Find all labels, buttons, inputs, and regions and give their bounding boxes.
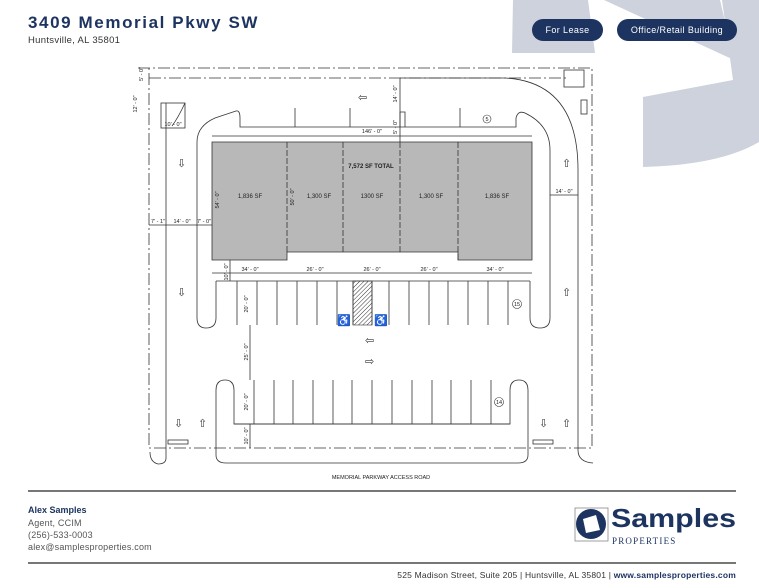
dimension-label: 10' - 0" bbox=[164, 122, 181, 128]
road-label: MEMORIAL PARKWAY ACCESS ROAD bbox=[332, 475, 430, 481]
unit-5-sf: 1,836 SF bbox=[485, 194, 510, 200]
dimension-label: 20' - 0" bbox=[244, 295, 250, 312]
traffic-arrow-down-icon: ⇩ bbox=[177, 287, 186, 299]
accessible-parking-icon: ♿ bbox=[374, 314, 388, 327]
agent-name: Alex Samples bbox=[28, 505, 87, 515]
traffic-arrow-down-icon: ⇩ bbox=[539, 418, 548, 430]
stall-count-15: 15 bbox=[512, 299, 522, 309]
agent-email[interactable]: alex@samplesproperties.com bbox=[28, 542, 152, 552]
dimension-label: 10' - 0" bbox=[224, 263, 230, 280]
divider bbox=[28, 562, 736, 564]
logo-wordmark: Samples bbox=[611, 504, 736, 533]
dimension-label: 146' - 0" bbox=[362, 129, 382, 135]
dimension-label: 26' - 0" bbox=[420, 267, 437, 273]
unit-1-sf: 1,836 SF bbox=[238, 194, 263, 200]
traffic-arrow-up-icon: ⇧ bbox=[562, 158, 571, 170]
dimension-label: 14' - 0" bbox=[393, 85, 399, 102]
rear-island bbox=[215, 379, 529, 464]
property-boundary bbox=[138, 67, 593, 449]
unit-2-sf: 1,300 SF bbox=[307, 194, 332, 200]
page-title: 3409 Memorial Pkwy SW bbox=[28, 13, 260, 32]
dimension-label: 7' - 0" bbox=[197, 219, 211, 225]
dimension-label: 34' - 0" bbox=[486, 267, 503, 273]
traffic-arrow-down-icon: ⇩ bbox=[174, 418, 183, 430]
total-sf-label: 7,572 SF TOTAL bbox=[348, 164, 394, 170]
traffic-arrow-up-icon: ⇧ bbox=[198, 418, 207, 430]
dimension-label: 34' - 0" bbox=[241, 267, 258, 273]
traffic-arrow-left-icon: ⇦ bbox=[358, 92, 367, 104]
footer: 525 Madison Street, Suite 205 | Huntsvil… bbox=[397, 570, 736, 580]
front-curb bbox=[196, 110, 551, 329]
dimension-label: 5' - 0" bbox=[139, 67, 145, 81]
dimension-label: 14 bbox=[496, 400, 502, 406]
footer-website-link[interactable]: www.samplesproperties.com bbox=[613, 570, 736, 580]
traffic-arrow-up-icon: ⇧ bbox=[562, 418, 571, 430]
outer-curb bbox=[149, 103, 167, 465]
dimension-label: 5 bbox=[485, 117, 488, 123]
dimension-label: 26' - 0" bbox=[363, 267, 380, 273]
agent-phone[interactable]: (256)-533-0003 bbox=[28, 530, 93, 540]
stall-count-14: 14 bbox=[494, 397, 504, 407]
dimension-label: 10' - 0" bbox=[244, 427, 250, 444]
traffic-arrow-left-icon: ⇦ bbox=[365, 335, 374, 347]
dimension-label: 15 bbox=[514, 302, 520, 308]
dimension-label: 54' - 0" bbox=[215, 191, 221, 208]
dimension-label: 14' - 0" bbox=[555, 189, 572, 195]
dimension-label: 7' - 1" bbox=[151, 219, 165, 225]
dimension-label: 50' - 0" bbox=[290, 188, 296, 205]
unit-3-sf: 1300 SF bbox=[361, 194, 384, 200]
dimension-label: 12' - 0" bbox=[133, 95, 139, 112]
dimension-label: 26' - 0" bbox=[306, 267, 323, 273]
agent-title: Agent, CCIM bbox=[28, 518, 82, 528]
stall-count-5: 5 bbox=[482, 114, 492, 124]
traffic-arrow-up-icon: ⇧ bbox=[562, 287, 571, 299]
traffic-arrow-right-icon: ⇨ bbox=[365, 356, 374, 368]
building bbox=[211, 141, 533, 261]
dimension-label: 14' - 0" bbox=[173, 219, 190, 225]
for-lease-badge: For Lease bbox=[532, 19, 603, 41]
page-subtitle: Huntsville, AL 35801 bbox=[28, 35, 121, 46]
dimension-label: 25' - 0" bbox=[244, 343, 250, 360]
property-type-badge: Office/Retail Building bbox=[617, 19, 737, 41]
traffic-arrow-down-icon: ⇩ bbox=[177, 158, 186, 170]
footer-address: 525 Madison Street, Suite 205 | Huntsvil… bbox=[397, 570, 614, 580]
dimension-label: 5' - 0" bbox=[393, 120, 399, 134]
dimension-label: 20' - 0" bbox=[244, 393, 250, 410]
unit-4-sf: 1,300 SF bbox=[419, 194, 444, 200]
divider bbox=[28, 490, 736, 492]
accessible-parking-icon: ♿ bbox=[337, 314, 351, 327]
accessible-aisle-hatch bbox=[352, 280, 373, 326]
logo-subtitle: PROPERTIES bbox=[612, 536, 676, 546]
samples-properties-logo: Samples PROPERTIES bbox=[574, 503, 738, 548]
